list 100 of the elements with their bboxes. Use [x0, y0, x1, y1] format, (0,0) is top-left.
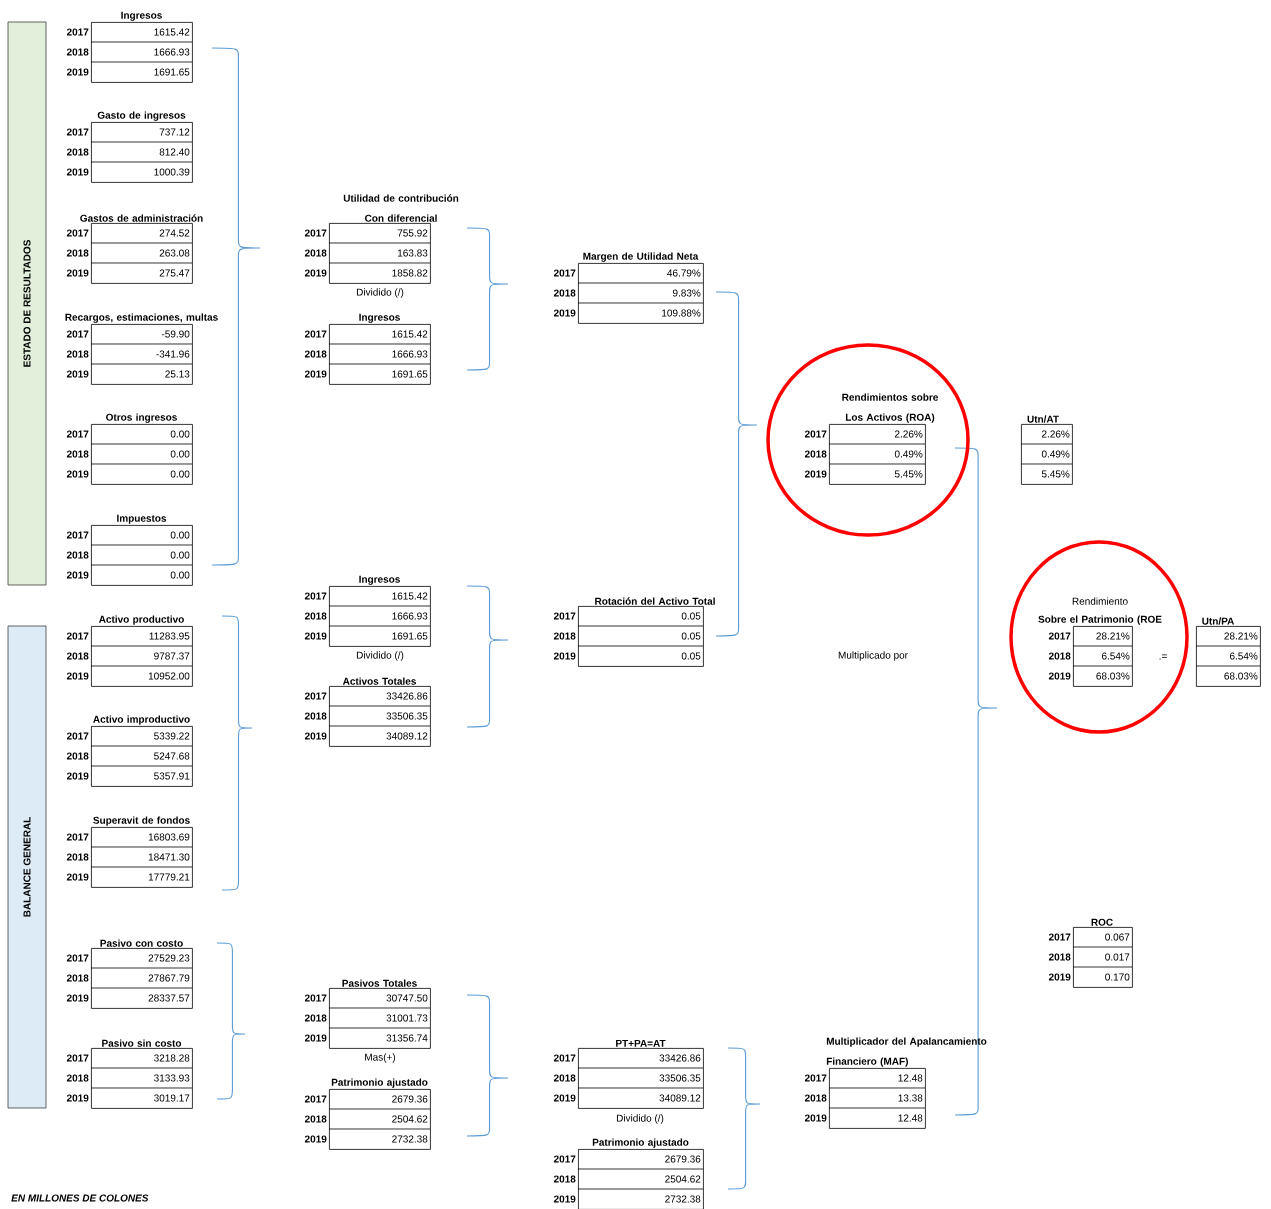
node-label: 2018	[66, 48, 89, 56]
node-label: 2017	[66, 430, 89, 438]
node-label: 2017	[304, 692, 327, 700]
node-label: 2017	[66, 1054, 89, 1062]
node-label: 2019	[304, 1034, 327, 1042]
data-table: Pasivos Totales 2017 2018 2019 30747.50 31001.73 31356.74	[304, 979, 431, 1049]
node-label: 2019	[553, 1094, 576, 1102]
data-table: Patrimonio ajustado 2017 2018 2019 2679.36 2504.62 2732.38	[553, 1138, 704, 1209]
node-label: 2017	[66, 732, 89, 740]
node-label: Gasto de ingresos	[97, 111, 186, 121]
node-label: 2017	[804, 1074, 827, 1082]
node-label: 2017	[553, 1155, 576, 1163]
node-label: 2017	[1048, 933, 1071, 941]
node-label: Margen de Utilidad Neta	[583, 252, 699, 262]
data-table: Utn/PA 28.21% 6.54% 68.03%	[1195, 617, 1261, 687]
node-label: 2018	[304, 1115, 327, 1123]
node-label: Utn/PA	[1202, 617, 1235, 625]
node-label: Sobre el Patrimonio (ROE	[1038, 615, 1162, 625]
node-label: 2017	[804, 430, 827, 438]
node-label: Rotación del Activo Total	[595, 597, 715, 605]
data-table: ROC 2017 2018 2019 0.067 0.017 0.170	[1048, 918, 1133, 988]
operator-label: Dividido (/)	[616, 1114, 664, 1124]
node-label: 2018	[1048, 953, 1071, 961]
node-label: 2019	[66, 370, 89, 378]
node-label: 2018	[553, 632, 576, 640]
node-label: Rendimientos sobre Los Activos (ROA)	[842, 393, 939, 423]
node-label: 2017	[553, 269, 576, 277]
node-label: Gastos de administración	[80, 214, 203, 222]
node-label: 2019	[304, 632, 327, 640]
node-label: Activos Totales	[342, 677, 416, 685]
node-label: Patrimonio ajustado	[331, 1078, 428, 1088]
node-label: ROC	[1091, 918, 1113, 926]
node-label: 2018	[304, 712, 327, 720]
node-label: 2018	[553, 1175, 576, 1183]
node-label: 2018	[66, 551, 89, 559]
node-label: 2017	[304, 229, 327, 237]
node-label: 2019	[553, 652, 576, 660]
node-label: 2018	[304, 249, 327, 257]
node-label: Superavit de fondos	[93, 816, 190, 826]
node-label: 2018	[1048, 652, 1071, 660]
node-label: 2019	[66, 168, 89, 176]
data-table: Patrimonio ajustado 2017 2018 2019 2679.36 2504.62 2732.38	[304, 1078, 431, 1150]
data-table: Activos Totales 2017 2018 2019 33426.86 33506.35 34089.12	[304, 677, 431, 747]
node-label: 2019	[66, 1094, 89, 1102]
operator-label: Mas(+)	[365, 1053, 396, 1063]
node-label: 2019	[804, 1114, 827, 1122]
node-label: 2019	[304, 269, 327, 277]
node-label: 2018	[66, 752, 89, 760]
data-table: Superavit de fondos 2017 2018 2019 16803.69 18471.30 17779.21	[66, 816, 193, 888]
node-label: 2018	[553, 1074, 576, 1082]
node-label: 2019	[66, 772, 89, 780]
data-table: Utn/AT 2.26% 0.49% 5.45%	[1020, 415, 1073, 485]
node-label: Activo improductivo	[93, 715, 190, 725]
data-table: Rendimientos sobre Los Activos (ROA) 2017 2018 2019 2.26% 0.49% 5.45%	[804, 393, 938, 485]
node-label: 2019	[1048, 672, 1071, 680]
node-label: 2019	[553, 309, 576, 317]
data-table: Recargos, estimaciones, multas 2017 2018 2019 -59.90 -341.96 25.13	[65, 313, 218, 385]
node-label: 2017	[66, 954, 89, 962]
operator-label: Multiplicado por	[838, 651, 908, 661]
node-label: 2018	[66, 450, 89, 458]
node-label: 2019	[66, 470, 89, 478]
operator-label: Dividido (/)	[356, 288, 404, 298]
node-label: Ingresos	[359, 575, 400, 585]
note: EN MILLONES DE COLONES	[11, 1194, 149, 1202]
node-label: 2017	[304, 330, 327, 338]
node-label: 2017	[304, 994, 327, 1002]
node-label: 2018	[553, 289, 576, 297]
node-label: Utn/AT	[1027, 415, 1059, 423]
node-label: Pasivo con costo	[100, 939, 183, 947]
node-label: Ingresos	[121, 11, 162, 21]
node-label: 2018	[304, 1014, 327, 1022]
node-label: 2019	[66, 994, 89, 1002]
node-label: 2017	[66, 330, 89, 338]
node-label: PT+PA=AT	[616, 1039, 666, 1047]
data-table: Ingresos 2017 2018 2019 1615.42 1666.93 1691.65	[304, 313, 431, 385]
node-label: 2019	[804, 470, 827, 478]
node-label: Utilidad de contribución Con diferencial	[343, 194, 459, 222]
data-table: Activo improductivo 2017 2018 2019 5339.22 5247.68 5357.91	[66, 715, 193, 787]
vertical-band: ESTADO DE RESULTADOS	[7, 21, 47, 586]
node-label: 2018	[304, 350, 327, 358]
node-label: 2017	[553, 1054, 576, 1062]
node-label: 2019	[66, 68, 89, 76]
data-table: Rotación del Activo Total 2017 2018 2019 0.05 0.05 0.05	[553, 597, 715, 667]
node-label: 2019	[66, 571, 89, 579]
node-label: 2018	[804, 1094, 827, 1102]
node-label: 2019	[304, 370, 327, 378]
node-label: 2017	[66, 632, 89, 640]
node-label: 2019	[66, 672, 89, 680]
node-label: 2017	[66, 833, 89, 841]
node-label: Otros ingresos	[106, 413, 177, 423]
data-table: Pasivo sin costo 2017 2018 2019 3218.28 3133.93 3019.17	[66, 1039, 193, 1109]
node-label: 2017	[66, 229, 89, 237]
node-label: 2017	[66, 28, 89, 36]
node-label: 2017	[1048, 632, 1071, 640]
data-table: Pasivo con costo 2017 2018 2019 27529.23 27867.79 28337.57	[66, 939, 193, 1009]
data-table: Multiplicador del Apalancamiento Financiero (MAF) 2017 2018 2019 12.48 13.38 12.48	[804, 1037, 987, 1129]
node-label: Recargos, estimaciones, multas	[65, 313, 218, 323]
node-label: 2018	[66, 652, 89, 660]
node-label: 2018	[304, 612, 327, 620]
node-label: 2018	[66, 249, 89, 257]
